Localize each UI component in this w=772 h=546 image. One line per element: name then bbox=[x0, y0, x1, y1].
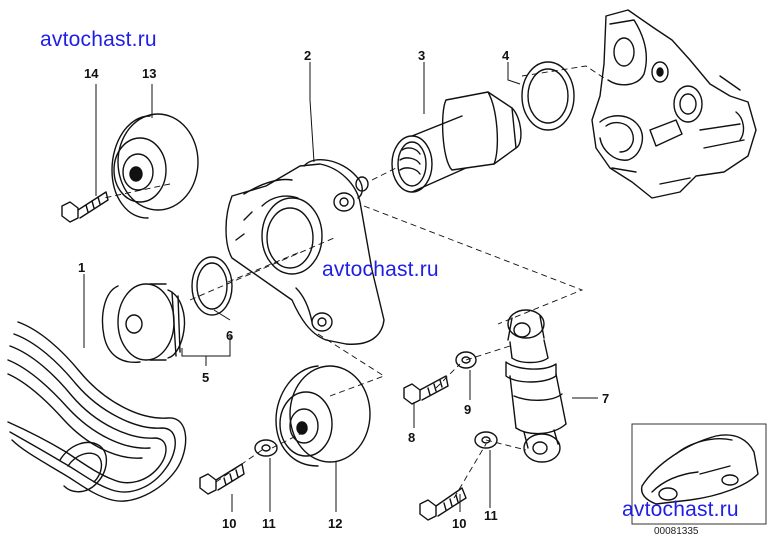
car-silhouette bbox=[640, 434, 759, 505]
figure-number: 00081335 bbox=[654, 526, 699, 537]
watermark-center: avtochast.ru bbox=[322, 258, 439, 281]
o-ring-6 bbox=[191, 256, 233, 316]
callout-14: 14 bbox=[84, 66, 99, 81]
callout-labels: 1 2 3 4 5 6 7 8 9 10 10 11 11 12 13 14 bbox=[78, 48, 609, 531]
tensioner-housing bbox=[225, 159, 385, 345]
callout-4: 4 bbox=[502, 48, 510, 63]
callout-13: 13 bbox=[142, 66, 156, 81]
bolt-8 bbox=[403, 375, 449, 405]
watermark-top-left: avtochast.ru bbox=[40, 28, 157, 51]
bolt-10-right bbox=[419, 487, 467, 521]
callout-6: 6 bbox=[226, 328, 233, 343]
callout-10-left: 10 bbox=[222, 516, 236, 531]
drive-belt bbox=[7, 321, 187, 502]
callout-8: 8 bbox=[408, 430, 415, 445]
bolt-10-left bbox=[199, 463, 245, 495]
timing-cover bbox=[591, 9, 757, 199]
callout-9: 9 bbox=[464, 402, 471, 417]
watermark-bottom-right: avtochast.ru bbox=[622, 498, 739, 521]
threaded-sleeve bbox=[391, 91, 522, 193]
callout-11-left: 11 bbox=[262, 516, 276, 531]
bolt-14 bbox=[61, 191, 109, 223]
idler-pulley-lower bbox=[275, 365, 371, 467]
assembly-lines bbox=[103, 65, 605, 499]
washer-11-left bbox=[254, 439, 278, 457]
pulley-cap bbox=[101, 283, 186, 363]
callout-11-right: 11 bbox=[484, 508, 498, 523]
callout-5: 5 bbox=[202, 370, 209, 385]
callout-7: 7 bbox=[602, 391, 609, 406]
washer-11-right bbox=[474, 431, 498, 449]
callout-2: 2 bbox=[304, 48, 311, 63]
callout-12: 12 bbox=[328, 516, 342, 531]
inset-frame bbox=[631, 423, 767, 525]
washer-9 bbox=[455, 351, 477, 369]
sealing-ring-4 bbox=[521, 61, 575, 131]
hydraulic-damper bbox=[505, 309, 567, 463]
callout-10-right: 10 bbox=[452, 516, 466, 531]
callout-3: 3 bbox=[418, 48, 425, 63]
idler-pulley-top bbox=[111, 113, 199, 219]
callout-1: 1 bbox=[78, 260, 85, 275]
leader-lines bbox=[83, 62, 598, 512]
